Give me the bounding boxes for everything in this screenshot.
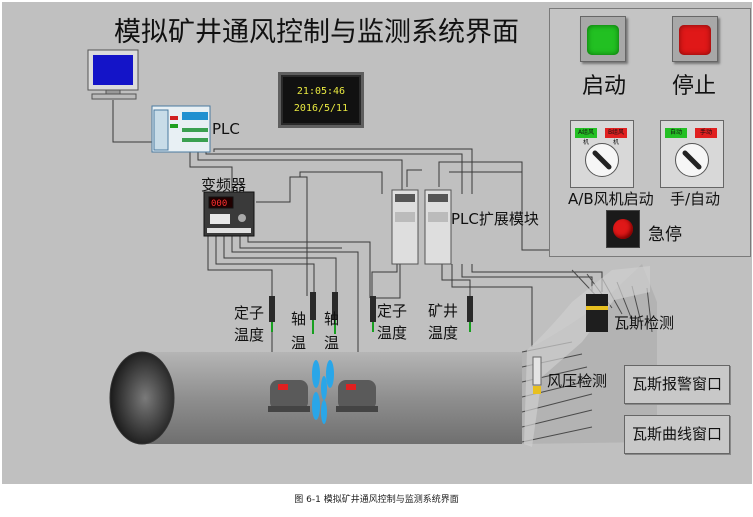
plc-icon bbox=[151, 105, 211, 153]
ab-fan-start-label: A/B风机启动 bbox=[568, 190, 654, 208]
pressure-sensor-icon bbox=[532, 356, 542, 394]
clock-display: 21:05:46 2016/5/11 bbox=[278, 72, 364, 128]
ab-tag-a: A组风机 bbox=[575, 128, 597, 146]
gas-alarm-window-button[interactable]: 瓦斯报警窗口 bbox=[624, 365, 730, 404]
system-diagram: 000 bbox=[87, 49, 657, 447]
mine-temp-label-bottom: 温度 bbox=[428, 324, 459, 342]
inverter-icon: 000 bbox=[203, 191, 255, 237]
plc-extension-module-icon bbox=[391, 189, 452, 265]
stop-button[interactable] bbox=[672, 16, 718, 62]
gas-detection-label: 瓦斯检测 bbox=[614, 314, 675, 332]
shaft-temp-b-label-top: 轴 bbox=[324, 310, 340, 328]
shaft-temp-a-label-top: 轴 bbox=[291, 310, 307, 328]
gas-curve-window-button[interactable]: 瓦斯曲线窗口 bbox=[624, 415, 730, 454]
shaft-temp-a-label-bottom: 温 bbox=[291, 334, 307, 352]
start-label: 启动 bbox=[582, 74, 627, 99]
gas-detector-icon bbox=[586, 294, 608, 332]
svg-text:000: 000 bbox=[211, 199, 227, 209]
mine-temp-label-top: 矿井 bbox=[428, 302, 459, 320]
start-button-lamp bbox=[587, 25, 619, 55]
mine-tunnel bbox=[109, 264, 657, 447]
mode-tag-auto: 自动 bbox=[665, 128, 687, 138]
auto-manual-selector-switch[interactable]: 自动 手动 bbox=[660, 120, 724, 188]
stop-label: 停止 bbox=[672, 74, 717, 99]
shaft-temp-b-label-bottom: 温 bbox=[324, 334, 340, 352]
stator-temp-b-label-top: 定子 bbox=[377, 302, 408, 320]
stator-temp-a-label-bottom: 温度 bbox=[234, 326, 265, 344]
inverter-label: 变频器 bbox=[201, 176, 247, 194]
fan-motor-a-icon bbox=[268, 380, 310, 412]
plc-label: PLC bbox=[212, 120, 240, 138]
monitor-icon bbox=[87, 49, 139, 100]
pressure-detection-label: 风压检测 bbox=[547, 372, 608, 390]
clock-date: 2016/5/11 bbox=[293, 103, 349, 114]
figure-caption: 图 6-1 模拟矿井通风控制与监测系统界面 bbox=[294, 495, 459, 505]
stator-temp-b-label-bottom: 温度 bbox=[377, 324, 408, 342]
selector-knob-icon bbox=[585, 143, 619, 177]
scada-screen: 000 bbox=[2, 2, 752, 484]
ab-tag-b: B组风机 bbox=[605, 128, 627, 146]
auto-manual-label: 手/自动 bbox=[670, 190, 721, 208]
emergency-stop-button[interactable] bbox=[606, 210, 640, 248]
page-title: 模拟矿井通风控制与监测系统界面 bbox=[114, 17, 519, 48]
temperature-sensor-icon bbox=[269, 292, 473, 334]
plc-extension-label: PLC扩展模块 bbox=[451, 210, 539, 228]
emergency-stop-label: 急停 bbox=[648, 225, 682, 245]
selector-knob-icon bbox=[675, 143, 709, 177]
emergency-stop-icon bbox=[613, 219, 633, 239]
fan-motor-b-icon bbox=[336, 380, 378, 412]
fan-blade-icon bbox=[312, 360, 334, 424]
clock-time: 21:05:46 bbox=[296, 86, 346, 97]
stator-temp-a-label-top: 定子 bbox=[234, 304, 265, 322]
ab-fan-selector-switch[interactable]: A组风机 B组风机 bbox=[570, 120, 634, 188]
stop-button-lamp bbox=[679, 25, 711, 55]
mode-tag-manual: 手动 bbox=[695, 128, 717, 138]
start-button[interactable] bbox=[580, 16, 626, 62]
